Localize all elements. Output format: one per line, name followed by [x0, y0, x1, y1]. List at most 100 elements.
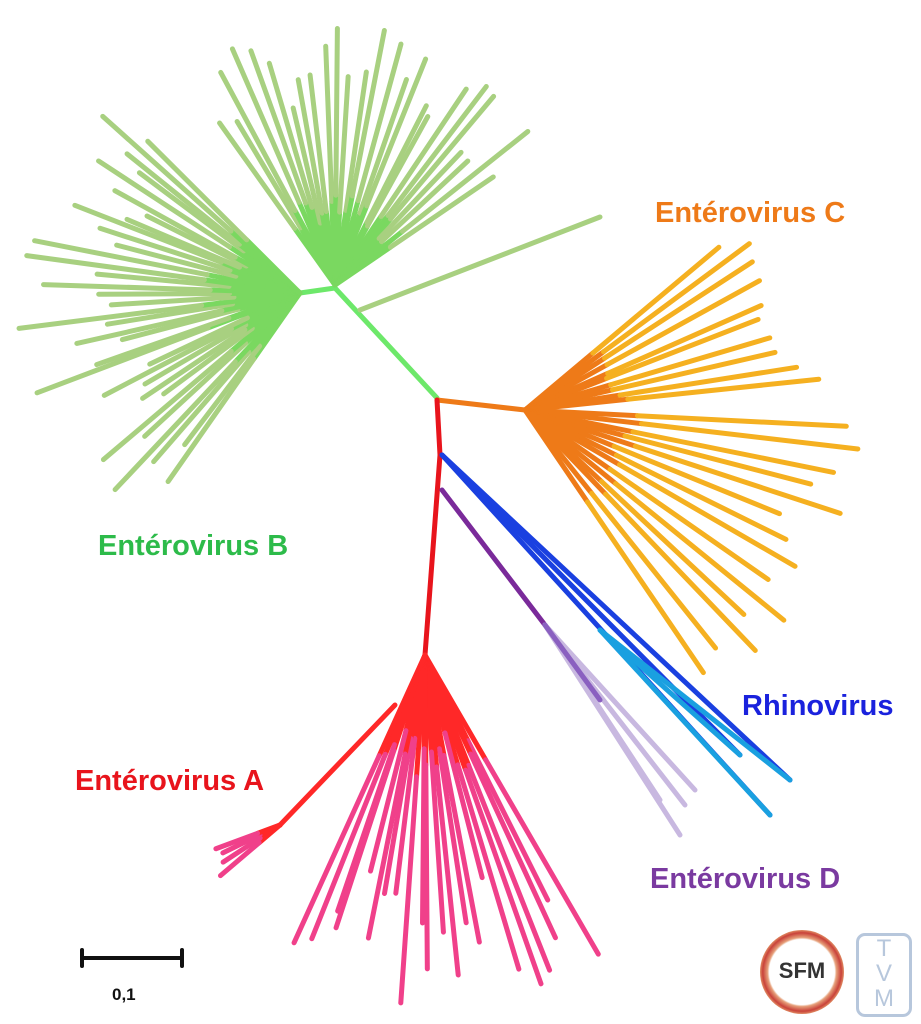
- leaf-enterovirus-b: [142, 340, 249, 439]
- leaf-enterovirus-a: [428, 749, 446, 935]
- leaf-enterovirus-b: [94, 315, 232, 368]
- leaf-enterovirus-c: [604, 316, 761, 381]
- leaf-enterovirus-c: [613, 481, 787, 623]
- leaf-enterovirus-b: [266, 60, 315, 210]
- leaf-enterovirus-b: [182, 343, 263, 448]
- leaf-enterovirus-a: [217, 840, 262, 879]
- leaf-enterovirus-c: [522, 407, 590, 505]
- leaf-enterovirus-b: [41, 282, 213, 293]
- leaf-enterovirus-b: [142, 322, 249, 387]
- leaf-enterovirus-b: [145, 138, 250, 243]
- leaf-enterovirus-b: [376, 149, 464, 242]
- leaf-enterovirus-b: [151, 349, 252, 465]
- leaf-enterovirus-b: [343, 69, 369, 213]
- leaf-enterovirus-a: [434, 764, 461, 978]
- branch-enterovirus-b: [297, 285, 338, 296]
- leaf-enterovirus-b: [364, 56, 429, 209]
- leaf-enterovirus-a: [220, 835, 263, 865]
- leaf-enterovirus-b: [165, 356, 257, 485]
- leaf-enterovirus-b: [114, 242, 239, 279]
- leaf-enterovirus-b: [97, 225, 233, 273]
- leaf-enterovirus-b: [108, 294, 237, 308]
- leaf-enterovirus-b: [357, 214, 603, 313]
- leaf-enterovirus-a: [468, 751, 558, 941]
- leaf-enterovirus-c: [622, 433, 814, 487]
- leaf-enterovirus-b: [323, 43, 335, 204]
- branch-enterovirus-d: [542, 622, 603, 703]
- clade-label-enterovirus-c: Entérovirus C: [655, 197, 846, 229]
- leaf-enterovirus-d: [542, 622, 698, 793]
- leaf-enterovirus-a: [455, 762, 522, 972]
- branch-enterovirus-d: [439, 487, 548, 628]
- leaf-enterovirus-b: [72, 202, 224, 265]
- leaf-enterovirus-b: [94, 271, 232, 289]
- leaf-enterovirus-b: [96, 158, 232, 250]
- leaf-enterovirus-a: [291, 753, 382, 946]
- leaf-enterovirus-b: [333, 25, 340, 198]
- leaf-enterovirus-c: [617, 462, 798, 569]
- leaf-enterovirus-b: [104, 301, 236, 327]
- leaf-enterovirus-a: [368, 728, 409, 874]
- leaf-enterovirus-b: [119, 306, 241, 343]
- scale-bar-label: 0,1: [112, 985, 136, 1004]
- leaf-enterovirus-b: [161, 325, 255, 397]
- leaf-enterovirus-b: [112, 359, 238, 493]
- leaf-enterovirus-c: [609, 349, 778, 393]
- leaf-enterovirus-b: [217, 120, 298, 231]
- leaf-enterovirus-a: [255, 822, 283, 836]
- leaf-enterovirus-c: [604, 278, 762, 368]
- leaf-enterovirus-b: [16, 302, 205, 331]
- leaf-enterovirus-c: [608, 335, 773, 388]
- leaf-enterovirus-a: [335, 742, 397, 914]
- leaf-enterovirus-a: [213, 830, 261, 852]
- leaf-enterovirus-a: [442, 730, 485, 881]
- leaf-enterovirus-b: [387, 174, 496, 250]
- sfm-logo-text: SFM: [778, 958, 826, 983]
- leaf-enterovirus-a: [376, 652, 428, 759]
- clade-label-rhinovirus: Rhinovirus: [742, 690, 894, 722]
- leaf-enterovirus-c: [584, 499, 706, 676]
- leaf-enterovirus-b: [378, 158, 471, 245]
- clade-label-enterovirus-a: Entérovirus A: [75, 765, 265, 797]
- leaf-enterovirus-c: [632, 443, 843, 516]
- leaf-enterovirus-b: [248, 48, 309, 206]
- leaf-enterovirus-c: [602, 259, 755, 361]
- leaf-enterovirus-b: [307, 72, 329, 214]
- leaf-enterovirus-a: [483, 757, 601, 957]
- leaf-enterovirus-a: [465, 738, 551, 903]
- leaf-enterovirus-a: [365, 751, 408, 941]
- leaf-enterovirus-b: [101, 326, 234, 398]
- tvm-logo-letter: T: [876, 935, 892, 962]
- leaf-enterovirus-b: [74, 308, 225, 346]
- leaf-enterovirus-b: [140, 327, 248, 401]
- leaf-enterovirus-b: [124, 151, 242, 247]
- leaf-rhinovirus: [439, 452, 743, 758]
- leaf-enterovirus-b: [32, 238, 210, 278]
- leaf-enterovirus-c: [601, 241, 752, 355]
- leaf-enterovirus-a: [463, 767, 544, 987]
- leaf-enterovirus-a: [381, 735, 414, 897]
- leaf-enterovirus-c: [590, 244, 722, 356]
- leaf-enterovirus-c: [638, 421, 861, 452]
- leaf-enterovirus-a: [436, 746, 469, 926]
- leaf-enterovirus-c: [613, 452, 789, 542]
- leaf-enterovirus-b: [388, 93, 497, 222]
- branch-enterovirus-c: [434, 397, 528, 413]
- leaf-enterovirus-c: [630, 429, 836, 475]
- leaf-enterovirus-b: [112, 188, 238, 260]
- leaf-enterovirus-b: [357, 77, 409, 216]
- branch-enterovirus-a: [277, 702, 398, 828]
- leaf-enterovirus-c: [589, 490, 719, 651]
- tvm-logo-letter: V: [875, 960, 892, 987]
- leaf-enterovirus-b: [385, 84, 489, 219]
- leaf-enterovirus-b: [364, 114, 431, 229]
- leaf-enterovirus-b: [355, 41, 404, 204]
- leaf-enterovirus-b: [244, 237, 303, 296]
- leaf-enterovirus-b: [234, 119, 304, 231]
- leaf-enterovirus-c: [599, 479, 747, 617]
- leaf-enterovirus-c: [522, 396, 631, 413]
- leaf-enterovirus-b: [337, 74, 351, 215]
- leaf-enterovirus-a: [398, 774, 420, 1006]
- leaf-enterovirus-a: [441, 752, 482, 945]
